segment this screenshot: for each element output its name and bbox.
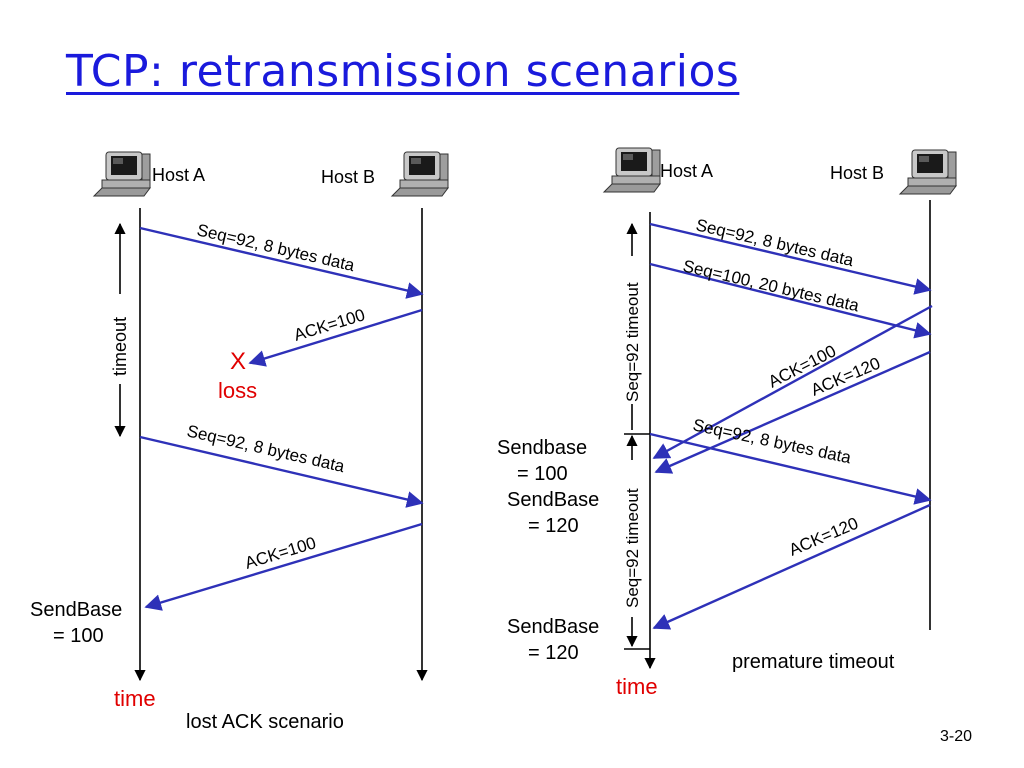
left-msg2-arrow: [139, 435, 424, 508]
left-sendbase-line1: SendBase: [30, 599, 122, 621]
page-number: 3-20: [940, 728, 973, 745]
right-ack2-arrow: [654, 350, 931, 474]
right-caption: premature timeout: [732, 651, 895, 673]
left-time-label: time: [114, 686, 156, 711]
right-sendbase-b-line2: = 120: [528, 515, 579, 537]
computer-icon: [391, 151, 449, 197]
right-sendbase-c-line1: SendBase: [507, 616, 599, 638]
right-msg3-arrow: [649, 432, 932, 505]
right-sendbase-b-line1: SendBase: [507, 489, 599, 511]
computer-icon: [93, 151, 151, 197]
left-msg2-label: Seq=92, 8 bytes data: [185, 421, 347, 476]
left-scenario: Host A Host B timeout Seq=92, 8 bytes da…: [30, 151, 449, 733]
left-msg1-label: Seq=92, 8 bytes data: [195, 220, 357, 275]
left-ack2-arrow: [144, 522, 423, 611]
left-msg1-arrow: [139, 226, 424, 299]
right-ack1-arrow: [652, 304, 933, 460]
computer-icon: [603, 147, 661, 193]
loss-x-icon: X: [230, 348, 246, 375]
right-msg1-arrow: [649, 222, 932, 295]
left-host-b-label: Host B: [321, 167, 375, 187]
page-title: TCP: retransmission scenarios: [66, 46, 740, 97]
right-sendbase-c-line2: = 120: [528, 642, 579, 664]
right-host-a-label: Host A: [660, 161, 713, 181]
right-scenario: Host A Host B Seq=92 timeout Seq=92 time…: [497, 147, 957, 699]
left-ack1-arrow: [248, 308, 423, 367]
right-timeout2-label: Seq=92 timeout: [623, 488, 642, 608]
right-time-label: time: [616, 674, 658, 699]
left-sendbase-line2: = 100: [53, 625, 104, 647]
right-msg3-label: Seq=92, 8 bytes data: [691, 415, 853, 467]
left-timeout-label: timeout: [110, 317, 130, 376]
left-caption: lost ACK scenario: [186, 711, 344, 733]
left-loss-label: loss: [218, 378, 257, 403]
right-sendbase-a-line2: = 100: [517, 463, 568, 485]
right-host-b-label: Host B: [830, 163, 884, 183]
computer-icon: [899, 149, 957, 195]
right-msg2-arrow: [649, 262, 932, 339]
right-ack3-arrow: [652, 503, 931, 630]
right-sendbase-a-line1: Sendbase: [497, 437, 587, 459]
right-msg1-label: Seq=92, 8 bytes data: [694, 215, 856, 270]
right-timeout1-label: Seq=92 timeout: [623, 282, 642, 402]
left-host-a-label: Host A: [152, 165, 205, 185]
